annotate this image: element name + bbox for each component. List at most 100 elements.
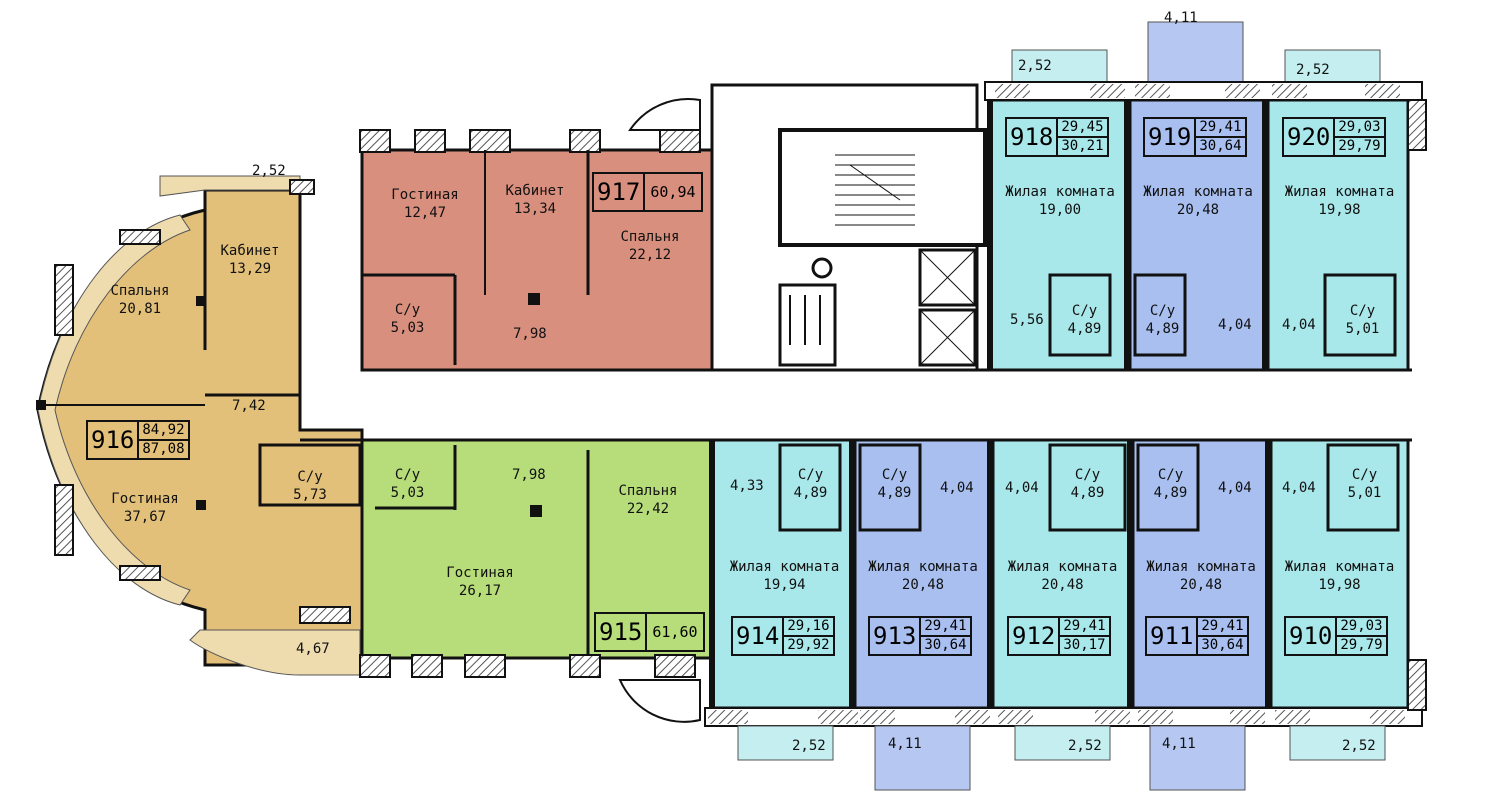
stair-core — [710, 83, 987, 372]
area-total: 29,41 — [1060, 618, 1109, 637]
balcony-916-bottom — [189, 629, 361, 676]
room-915-hall-area: 7,98 — [512, 467, 546, 483]
apartment-913-floor — [853, 438, 992, 710]
apartment-number: 914 — [733, 618, 785, 654]
room-916-hall-area: 7,42 — [232, 398, 266, 414]
area-total: 61,60 — [652, 623, 698, 641]
room-913-hall-area: 4,04 — [940, 480, 974, 496]
area-with-balcony: 30,64 — [1201, 637, 1244, 653]
area-with-balcony: 30,64 — [1199, 138, 1242, 154]
balcony-919 — [1147, 21, 1244, 83]
room-918-hall-area: 5,56 — [1010, 312, 1044, 328]
balcony-912-area: 2,52 — [1068, 738, 1102, 754]
area-total: 84,92 — [139, 422, 188, 441]
area-with-balcony: 29,79 — [1340, 637, 1383, 653]
balcony-913-area: 4,11 — [888, 736, 922, 752]
area-with-balcony: 30,21 — [1061, 138, 1104, 154]
area-total: 29,41 — [1198, 618, 1247, 637]
balcony-918-area: 2,52 — [1018, 58, 1052, 74]
apartment-915 — [359, 438, 714, 723]
apartment-number: 911 — [1147, 618, 1199, 654]
apartment-number: 919 — [1145, 119, 1197, 155]
balcony-913 — [874, 725, 971, 791]
area-total: 29,45 — [1058, 119, 1107, 138]
room-911-hall-area: 4,04 — [1218, 480, 1252, 496]
area-total: 29,03 — [1335, 119, 1384, 138]
area-total: 29,16 — [784, 618, 833, 637]
room-914-hall-area: 4,33 — [730, 478, 764, 494]
room-919-hall-area: 4,04 — [1218, 317, 1252, 333]
room-910-hall-area: 4,04 — [1282, 480, 1316, 496]
apartment-number: 913 — [870, 618, 922, 654]
apartment-number: 917 — [594, 174, 646, 210]
balcony-916-bottom-area: 4,67 — [296, 641, 330, 657]
apartment-914-floor — [710, 438, 854, 710]
balcony-919-area: 4,11 — [1164, 10, 1198, 26]
studios-top — [984, 21, 1427, 372]
apartment-number: 920 — [1284, 119, 1336, 155]
balcony-920-area: 2,52 — [1296, 62, 1330, 78]
room-920-hall-area: 4,04 — [1282, 317, 1316, 333]
apartment-917-floor — [360, 148, 714, 372]
apartment-910-floor — [1269, 438, 1410, 710]
balcony-916-top — [159, 175, 301, 197]
balcony-914 — [737, 725, 834, 761]
balcony-911 — [1149, 725, 1246, 791]
studios-bottom — [704, 438, 1427, 791]
area-total: 29,03 — [1337, 618, 1386, 637]
room-917-hall-area: 7,98 — [513, 326, 547, 342]
apartment-915-floor — [360, 438, 714, 660]
area-total: 60,94 — [650, 183, 696, 201]
apartment-919-floor — [1128, 98, 1267, 372]
area-with-balcony: 30,17 — [1063, 637, 1106, 653]
area-with-balcony: 29,79 — [1338, 138, 1381, 154]
area-with-balcony: 30,64 — [924, 637, 967, 653]
apartment-917 — [359, 98, 714, 372]
area-total: 29,41 — [1196, 119, 1245, 138]
apartment-911-floor — [1131, 438, 1270, 710]
badge-915: 915 61,60 — [594, 612, 705, 652]
apartment-number: 910 — [1286, 618, 1338, 654]
balcony-912 — [1014, 725, 1111, 761]
area-total: 29,41 — [921, 618, 970, 637]
balcony-910-area: 2,52 — [1342, 738, 1376, 754]
apartment-916 — [36, 175, 364, 676]
area-with-balcony: 87,08 — [142, 441, 185, 457]
apartment-number: 916 — [88, 422, 140, 458]
apartment-number: 915 — [596, 614, 648, 650]
